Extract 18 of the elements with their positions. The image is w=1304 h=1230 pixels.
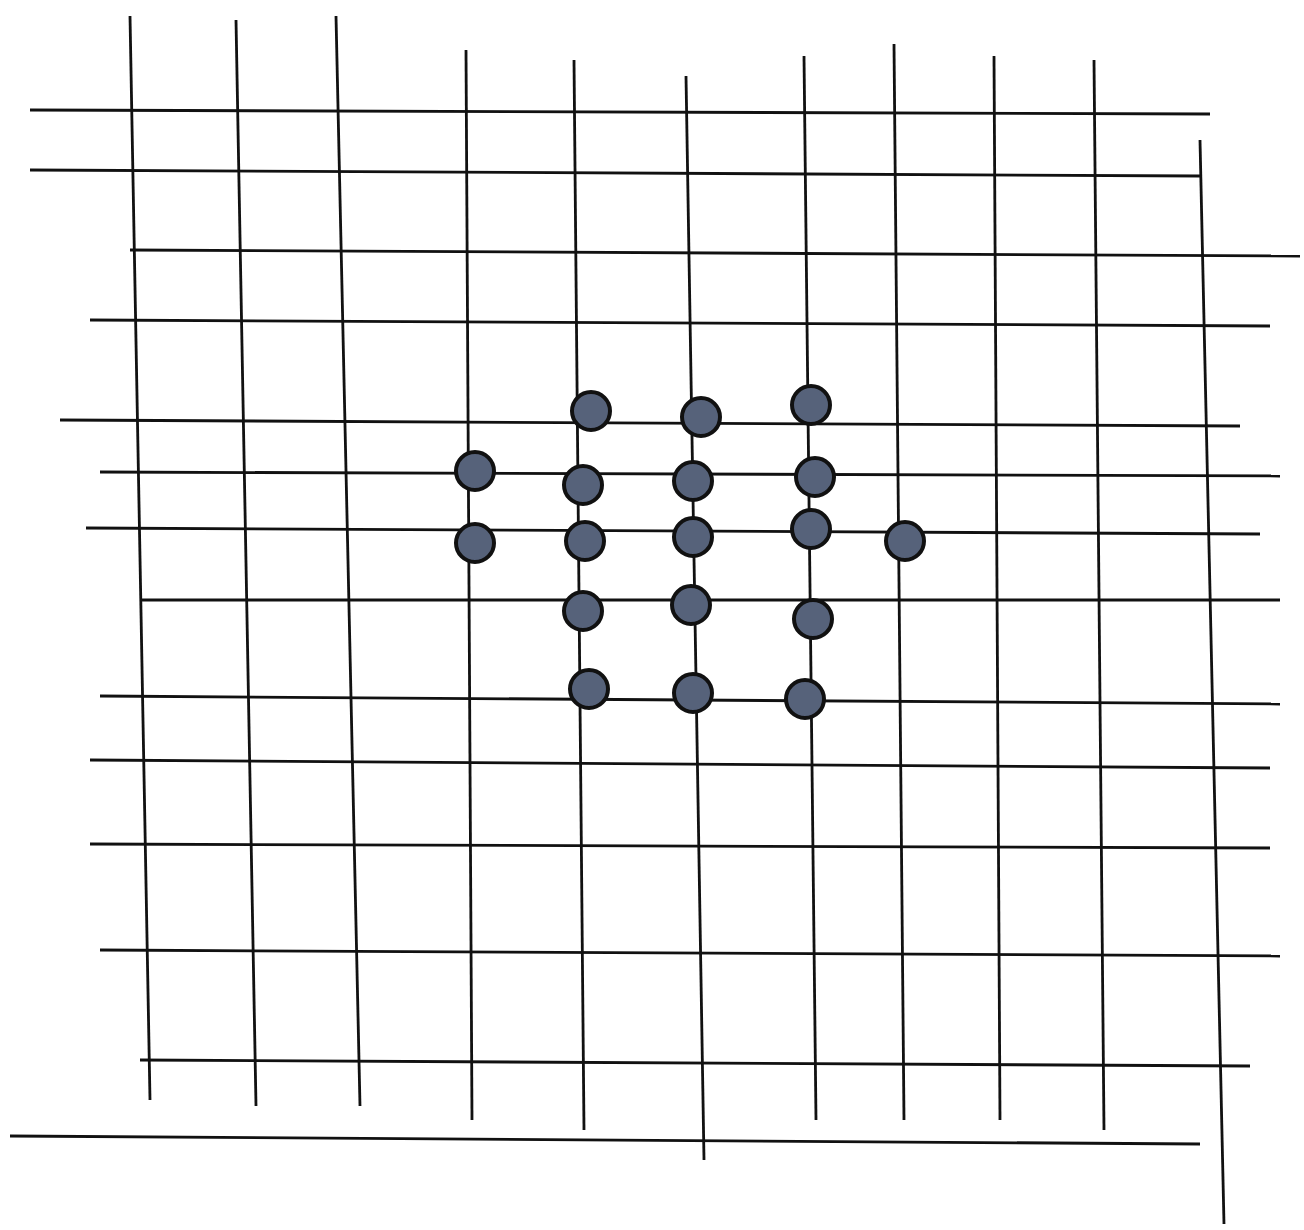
dot-marker	[561, 589, 603, 631]
dot-marker	[883, 519, 925, 561]
dot-marker	[453, 521, 495, 563]
dot-marker	[789, 383, 831, 425]
dot-marker	[563, 519, 605, 561]
dot-marker	[453, 449, 495, 491]
dot-marker	[567, 667, 609, 709]
dot-marker	[561, 463, 603, 505]
dot-marker	[679, 395, 721, 437]
dot-marker	[671, 671, 713, 713]
dot-marker	[793, 455, 835, 497]
dot-marker	[671, 459, 713, 501]
dot-marker	[791, 597, 833, 639]
dot-marker	[669, 583, 711, 625]
dot-marker	[789, 507, 831, 549]
dot-marker	[783, 677, 825, 719]
dot-marker	[569, 389, 611, 431]
dot-marker	[671, 515, 713, 557]
